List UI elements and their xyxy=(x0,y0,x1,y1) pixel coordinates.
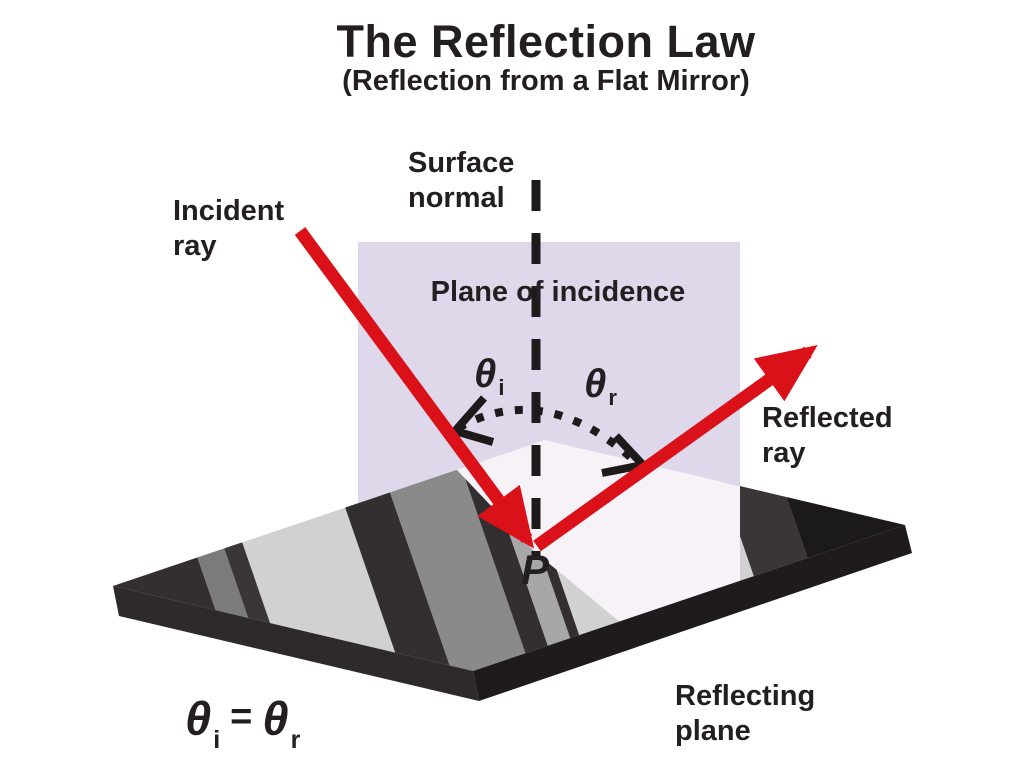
theta-reflection-symbol: θ xyxy=(584,362,607,406)
theta-incidence-subscript: i xyxy=(498,374,505,400)
reflected-ray-line xyxy=(533,345,818,552)
equation-lhs-subscript: i xyxy=(213,725,221,754)
angle-of-reflection-label: θr xyxy=(584,362,617,411)
label-incident-ray: Incident ray xyxy=(173,194,284,264)
incident-ray-line xyxy=(294,227,535,549)
page-subtitle: (Reflection from a Flat Mirror) xyxy=(342,65,750,97)
theta-reflection-subscript: r xyxy=(608,384,617,410)
label-reflected-ray-line1: Reflected xyxy=(762,402,893,434)
point-p-label: P xyxy=(521,546,550,593)
label-reflecting-plane-line2: plane xyxy=(675,714,751,747)
mirror-stripe xyxy=(365,440,545,671)
angle-of-incidence-label: θi xyxy=(474,352,504,401)
label-surface-normal-line1: Surface xyxy=(408,147,515,179)
equation-equals-sign: = xyxy=(230,696,253,739)
equation-rhs-theta: θ xyxy=(262,692,289,745)
label-incident-ray-line1: Incident xyxy=(173,195,285,227)
mirror-front-edge-right xyxy=(473,525,912,701)
mirror-stripe xyxy=(445,440,570,671)
equation-lhs-theta: θ xyxy=(185,692,212,745)
label-reflected-ray-line2: ray xyxy=(762,436,806,469)
label-reflecting-plane: Reflecting plane xyxy=(675,679,815,749)
mirror-front-edge-left xyxy=(113,586,479,701)
label-plane-of-incidence: Plane of incidence xyxy=(430,276,686,308)
label-surface-normal: Surface normal xyxy=(408,146,514,216)
label-reflected-ray: Reflected ray xyxy=(762,401,893,471)
angle-arc xyxy=(456,406,643,469)
equation-rhs-subscript: r xyxy=(290,725,301,754)
page-title: The Reflection Law xyxy=(336,16,756,67)
label-reflecting-plane-line1: Reflecting xyxy=(675,680,816,712)
label-surface-normal-line2: normal xyxy=(408,181,505,214)
label-incident-ray-line2: ray xyxy=(173,229,217,262)
theta-incidence-symbol: θ xyxy=(474,352,497,396)
reflection-law-equation: θi=θr xyxy=(185,691,300,755)
